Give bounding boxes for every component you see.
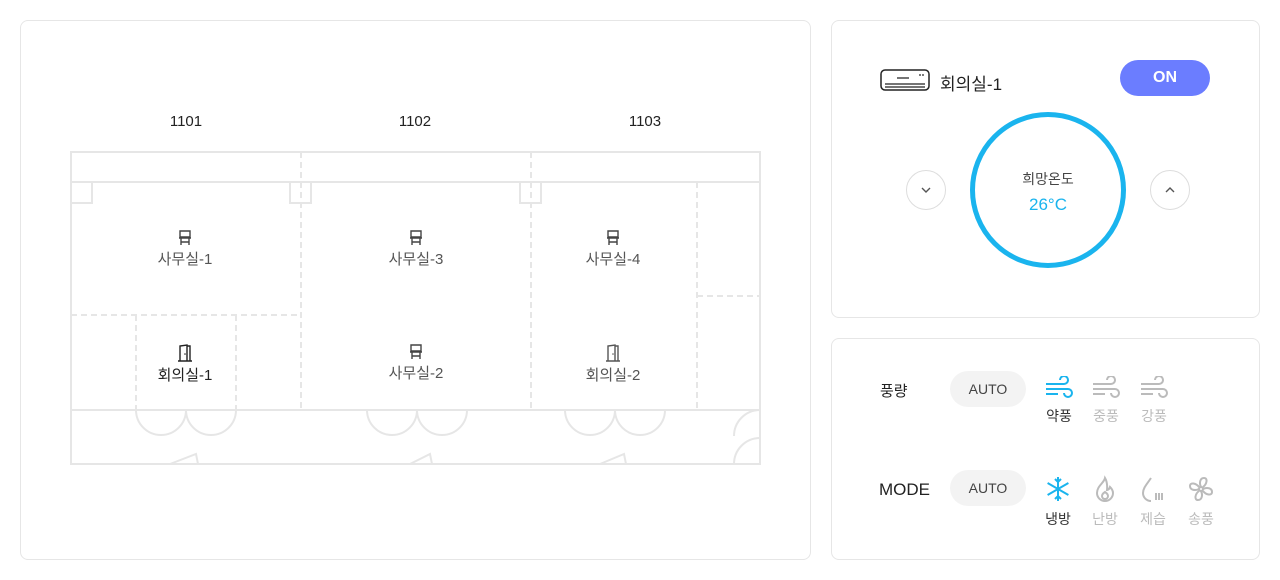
room-office-3[interactable]: 사무실-3	[356, 230, 476, 269]
room-label: 사무실-1	[157, 251, 213, 268]
section-label: 1101	[169, 113, 203, 130]
fan-option-label: 강풍	[1141, 408, 1167, 424]
floorplan-card	[20, 20, 811, 560]
mode-option-label: 제습	[1140, 511, 1166, 527]
settings-card	[831, 338, 1260, 560]
room-label: 사무실-2	[388, 365, 444, 382]
target-temp-dial: 희망온도 26°C	[970, 112, 1126, 268]
mode-option-label: 난방	[1092, 511, 1118, 527]
room-office-4[interactable]: 사무실-4	[553, 230, 673, 269]
room-meeting-2[interactable]: 회의실-2	[553, 344, 673, 385]
mode-option-fan[interactable]: 송풍	[1181, 475, 1221, 529]
room-label: 사무실-3	[388, 251, 444, 268]
mode-option-cool[interactable]: 냉방	[1038, 475, 1078, 529]
room-label: 회의실-2	[585, 367, 641, 384]
mode-label: MODE	[879, 480, 930, 499]
fan-option-high[interactable]: 강풍	[1134, 376, 1174, 426]
fan-label: 풍량	[880, 383, 908, 400]
flame-icon	[1095, 475, 1115, 502]
chair-icon	[179, 230, 191, 245]
mode-option-label: 송풍	[1188, 511, 1214, 527]
chevron-up-icon	[1165, 187, 1175, 193]
wind-icon	[1046, 376, 1073, 398]
fan-option-label: 약풍	[1046, 408, 1072, 424]
chevron-down-icon	[921, 187, 931, 193]
door-icon	[178, 344, 192, 362]
temp-down-button[interactable]	[906, 170, 946, 210]
fan-auto-button[interactable]: AUTO	[950, 371, 1026, 407]
mode-option-heat[interactable]: 난방	[1085, 475, 1125, 529]
fan-option-mid[interactable]: 중풍	[1086, 376, 1126, 426]
chair-icon	[410, 230, 422, 245]
room-label: 회의실-1	[157, 367, 213, 384]
temp-up-button[interactable]	[1150, 170, 1190, 210]
droplet-icon	[1141, 477, 1163, 502]
fan-option-label: 중풍	[1093, 408, 1119, 424]
mode-option-label: 냉방	[1045, 511, 1071, 527]
wind-icon	[1141, 376, 1168, 398]
room-office-2[interactable]: 사무실-2	[356, 344, 476, 383]
section-label: 1102	[398, 113, 432, 130]
door-icon	[606, 344, 620, 362]
air-conditioner-icon	[880, 69, 930, 91]
target-temp-label: 희망온도	[1022, 171, 1074, 187]
mode-option-dry[interactable]: 제습	[1133, 475, 1173, 529]
fan-option-low[interactable]: 약풍	[1039, 376, 1079, 426]
room-meeting-1[interactable]: 회의실-1	[125, 344, 245, 385]
floorplan-map	[70, 151, 761, 465]
section-label: 1103	[628, 113, 662, 130]
snowflake-icon	[1047, 477, 1069, 501]
fan-icon	[1188, 476, 1214, 502]
wind-icon	[1093, 376, 1120, 398]
room-label: 사무실-4	[585, 251, 641, 268]
chair-icon	[410, 344, 422, 359]
chair-icon	[607, 230, 619, 245]
room-name: 회의실-1	[940, 75, 1003, 94]
target-temp-value: 26°C	[1029, 195, 1067, 214]
mode-auto-button[interactable]: AUTO	[950, 470, 1026, 506]
power-toggle[interactable]: ON	[1120, 60, 1210, 96]
room-office-1[interactable]: 사무실-1	[125, 230, 245, 269]
